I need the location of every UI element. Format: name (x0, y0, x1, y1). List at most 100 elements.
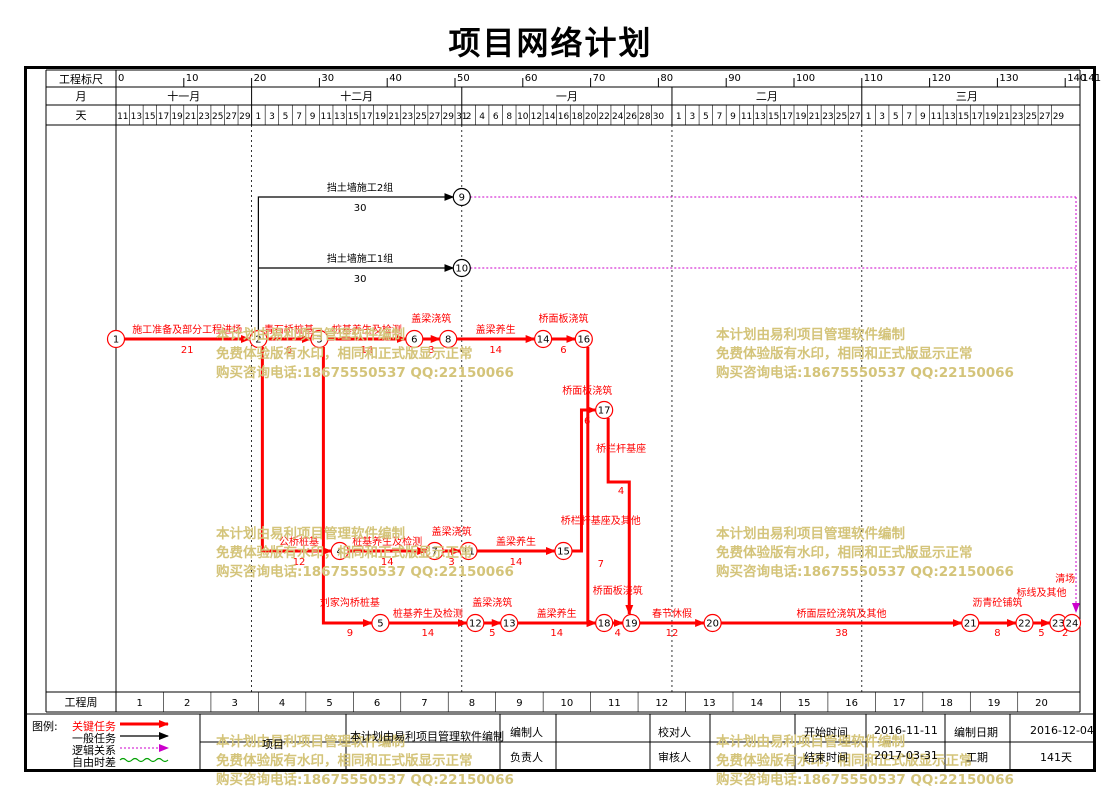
week-label: 15 (798, 698, 811, 709)
day-label: 21 (809, 112, 820, 122)
ruler-tick-label: 10 (186, 73, 199, 84)
event-node (595, 400, 614, 420)
day-label: 13 (944, 112, 955, 122)
week-label: 5 (326, 698, 332, 709)
day-label: 18 (571, 112, 583, 122)
week-label: 10 (561, 698, 574, 709)
task-duration: 3 (448, 557, 454, 568)
day-label: 16 (558, 112, 570, 122)
day-label: 29 (443, 112, 455, 122)
day-label: 7 (296, 112, 302, 122)
week-label: 7 (421, 698, 427, 709)
task-name: 桥栏杆基座及其他 (561, 514, 641, 527)
task-name: 盖梁浇筑 (472, 596, 512, 609)
day-label: 3 (879, 112, 885, 122)
day-label: 19 (375, 112, 387, 122)
task-duration: 14 (550, 628, 563, 639)
day-label: 9 (920, 112, 926, 122)
task-duration: 6 (286, 345, 292, 356)
task-name: 盖梁浇筑 (411, 312, 451, 325)
event-node-label: 8 (445, 335, 451, 346)
day-label: 13 (754, 112, 765, 122)
month-label: 一月 (556, 90, 578, 103)
task-name: 挡土墙施工1组 (327, 252, 393, 265)
compile-date-value: 2016-12-04 (1030, 724, 1094, 737)
task-labels: 挡土墙施工2组30挡土墙施工1组30施工准备及部分工程进场21青石桥桩基6桩基养… (132, 181, 1075, 639)
day-label: 27 (429, 112, 440, 122)
day-label: 6 (493, 112, 499, 122)
day-label: 21 (998, 112, 1009, 122)
week-label: 11 (608, 698, 621, 709)
task-duration: 14 (489, 345, 502, 356)
week-label: 12 (655, 698, 668, 709)
task-duration: 30 (354, 203, 367, 214)
day-label: 3 (269, 112, 275, 122)
page-title: 项目网络计划 (448, 24, 653, 62)
start-label: 开始时间 (804, 726, 848, 739)
task-duration: 9 (347, 628, 353, 639)
event-node-label: 6 (411, 335, 417, 346)
task-name: 青石桥桩基 (264, 323, 314, 336)
day-label: 13 (131, 112, 142, 122)
day-label: 11 (117, 112, 128, 122)
event-node-label: 14 (537, 335, 550, 346)
day-label: 23 (198, 112, 209, 122)
day-label: 9 (730, 112, 736, 122)
day-label: 11 (320, 112, 331, 122)
legend-critical-label: 关键任务 (72, 720, 116, 733)
task-name: 桩基养生及检测 (352, 535, 422, 548)
event-node-label: 1 (113, 335, 119, 346)
event-node-label: 9 (459, 193, 465, 204)
day-label: 9 (310, 112, 316, 122)
task-duration: 6 (560, 345, 566, 356)
legend-float-swatch (119, 757, 169, 763)
task-duration: 14 (381, 557, 394, 568)
month-label: 二月 (756, 90, 778, 103)
day-label: 11 (741, 112, 752, 122)
day-row-label: 天 (76, 109, 87, 122)
event-node (439, 329, 458, 349)
day-label: 1 (676, 112, 682, 122)
day-label: 5 (703, 112, 709, 122)
day-label: 27 (226, 112, 237, 122)
day-label: 12 (531, 112, 542, 122)
day-label: 25 (212, 112, 223, 122)
task-arrow (257, 193, 455, 331)
event-node (371, 613, 390, 633)
ruler-tick-label: 110 (864, 73, 883, 84)
event-node-label: 21 (964, 619, 977, 630)
footer-table (27, 713, 1093, 769)
event-node-label: 13 (503, 619, 516, 630)
end-value: 2017-03-31 (874, 749, 938, 762)
event-node-label: 10 (455, 264, 468, 275)
event-node-label: 23 (1052, 619, 1065, 630)
chart-frame (24, 66, 1096, 772)
task-name: 盖梁养生 (476, 323, 516, 336)
event-node-label: 11 (462, 547, 475, 558)
task-arrow (321, 347, 373, 627)
ruler-end-label: 141 (1082, 73, 1101, 84)
month-label: 十一月 (167, 89, 200, 103)
event-node (622, 613, 641, 633)
task-duration: 14 (510, 557, 523, 568)
day-label: 5 (893, 112, 899, 122)
task-duration: 2 (1062, 628, 1068, 639)
task-duration: 6 (584, 416, 590, 427)
end-label: 结束时间 (804, 751, 848, 764)
task-duration: 7 (598, 559, 604, 570)
day-label: 7 (717, 112, 723, 122)
task-name: 桥面层砼浇筑及其他 (796, 607, 886, 620)
event-node (703, 613, 722, 633)
day-label: 19 (985, 112, 997, 122)
project-label: 项目 (262, 738, 284, 751)
week-label: 1 (137, 698, 143, 709)
day-label: 8 (506, 112, 512, 122)
event-node (1062, 613, 1082, 633)
week-label: 4 (279, 698, 285, 709)
day-label: 17 (782, 112, 793, 122)
event-node (106, 329, 126, 349)
day-label: 19 (171, 112, 183, 122)
task-arrow (571, 406, 597, 553)
ruler-tick-label: 80 (660, 73, 673, 84)
